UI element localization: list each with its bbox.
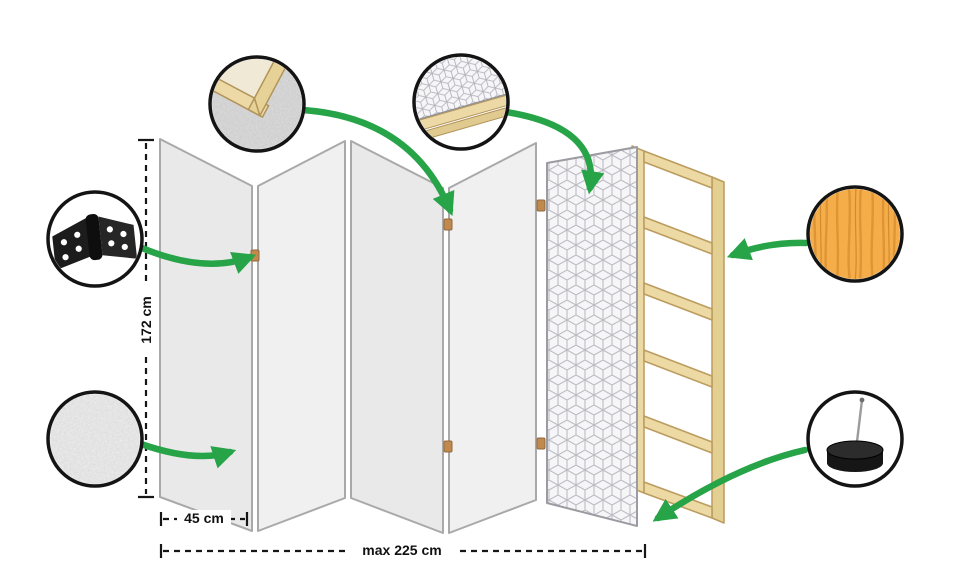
arrow-felt: [652, 446, 809, 522]
hinge-pin: [443, 440, 453, 453]
hinge-pins: [250, 199, 546, 453]
frame-right-rail: [711, 176, 725, 524]
frame-bottom-bar: [643, 481, 713, 519]
arrow-hinge: [138, 244, 257, 274]
frame-rung-3: [643, 349, 713, 388]
printed-board-corner-icon: [416, 57, 506, 147]
panel-width-label: 45 cm: [184, 510, 224, 526]
pine-wood-icon: [810, 189, 900, 279]
arrow-frame-corner: [299, 106, 455, 217]
panel-1: [159, 138, 253, 532]
height-dimension: 172 cm: [138, 138, 154, 499]
frame-top-bar: [643, 150, 713, 189]
screen-panels: [159, 138, 537, 534]
printed-panel: [546, 146, 638, 527]
wood-frame: [631, 145, 725, 524]
arrow-wood: [726, 238, 810, 261]
callout-arrows: [137, 106, 810, 522]
panel-2: [257, 140, 346, 532]
callout-fabric: [46, 390, 144, 488]
hinge-pin: [443, 218, 453, 231]
hinge-icon: [50, 194, 140, 284]
callout-hinge: [46, 190, 144, 288]
callout-print-corner: [412, 53, 510, 151]
fabric-texture-icon: [50, 394, 140, 484]
total-width-dimension: max 225 cm: [159, 542, 647, 559]
callout-felt-pad: [806, 390, 904, 488]
frame-rung-2: [643, 282, 713, 321]
callout-wood: [806, 185, 904, 283]
arrow-print-corner: [502, 108, 605, 195]
hinge-pin: [536, 437, 546, 450]
arrow-fabric: [137, 440, 237, 469]
felt-pad-icon: [810, 394, 900, 484]
frame-corner-detail-icon: [212, 59, 302, 149]
total-width-label: max 225 cm: [362, 542, 441, 558]
callout-frame-corner: [208, 55, 306, 153]
panel-4: [448, 142, 537, 534]
frame-rung-1: [643, 216, 713, 255]
height-label: 172 cm: [138, 296, 154, 343]
panel-width-dimension: 45 cm: [159, 510, 249, 527]
hinge-pin: [536, 199, 546, 212]
frame-rung-4: [643, 415, 713, 454]
panel-3: [350, 140, 444, 534]
